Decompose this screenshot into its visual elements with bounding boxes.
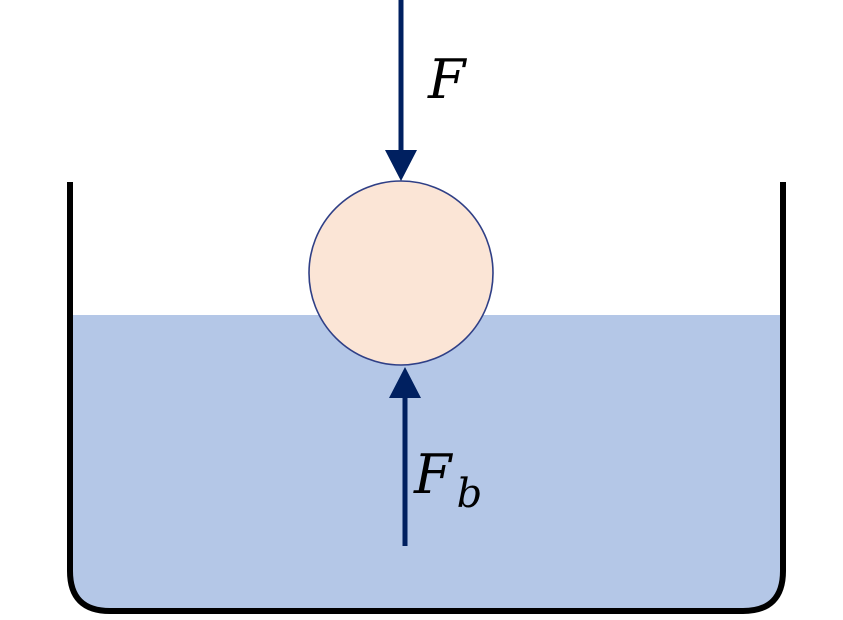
container-outline xyxy=(67,182,786,614)
floating-ball xyxy=(308,180,494,366)
buoyant-force-label: F b xyxy=(413,443,482,517)
water-body xyxy=(70,315,783,611)
applied-force-arrow xyxy=(385,0,417,181)
buoyant-force-symbol: F xyxy=(413,443,454,506)
applied-force-label: F xyxy=(427,48,468,111)
buoyant-force-arrow xyxy=(389,367,421,546)
buoyant-force-subscript: b xyxy=(457,471,483,517)
